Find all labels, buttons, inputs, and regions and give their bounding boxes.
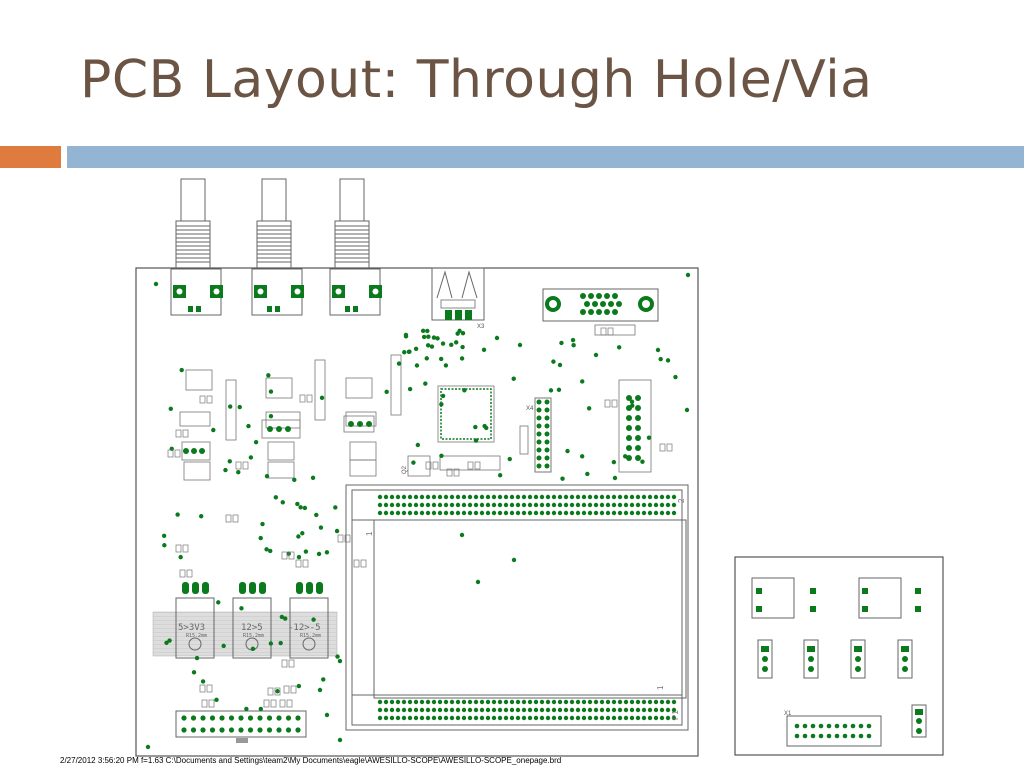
header-x4 <box>534 397 552 473</box>
db15-connector <box>542 288 659 322</box>
module-outline <box>345 484 689 731</box>
regulator-3-label: -12>-5 <box>288 623 321 633</box>
q2-label: Q2 <box>402 465 408 474</box>
pin1-top-label: 1 <box>365 531 374 536</box>
bnc-1 <box>170 178 222 316</box>
idc-right <box>626 395 641 461</box>
pin2-top-label: 2 <box>677 498 686 503</box>
small-header-pads <box>183 421 372 454</box>
regulator-1-sub: R15.2mm <box>186 633 207 639</box>
regulators: 5>3V3 12>5 -12>-5 R15.2mm R15.2mm R15.2m… <box>175 582 329 659</box>
p1-bottom-label: P1 <box>671 710 680 720</box>
accent-bar-blue <box>67 146 1024 168</box>
regulator-2-sub: R15.2mm <box>243 633 264 639</box>
secondary-board: X1 <box>734 556 944 756</box>
pcb-layout-image: X3 <box>135 178 944 757</box>
accent-bar-orange <box>0 146 61 168</box>
file-path-footer: 2/27/2012 3:56:20 PM f=1.63 C:\Documents… <box>60 756 562 765</box>
regulator-1-label: 5>3V3 <box>178 623 205 633</box>
header-x4-label: X4 <box>526 406 534 412</box>
regulator-2-label: 12>5 <box>241 623 263 633</box>
usb-connector: X3 <box>431 267 485 330</box>
secondary-x1-label: X1 <box>784 711 792 717</box>
usb-label: X3 <box>477 324 485 330</box>
scattered-vias <box>145 272 785 750</box>
module-pin-rows <box>377 494 677 721</box>
idc-bottom-left <box>175 710 307 743</box>
regulator-hatch-area <box>152 611 338 657</box>
regulator-3-sub: R15.2mm <box>300 633 321 639</box>
slide-title: PCB Layout: Through Hole/Via <box>80 50 873 110</box>
pin1-bottom-label: 1 <box>656 685 665 690</box>
